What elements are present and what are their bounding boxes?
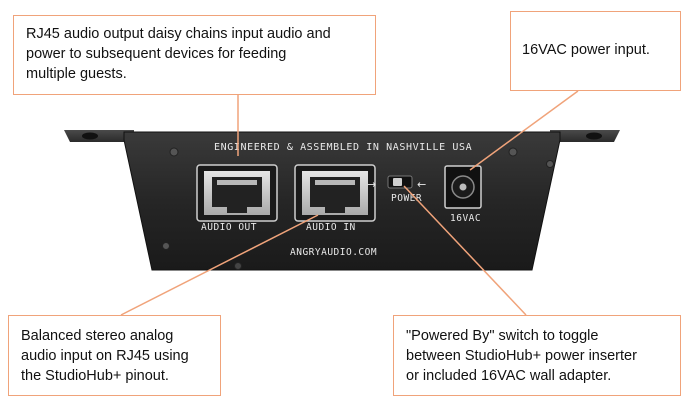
callout-power-input: 16VAC power input. — [510, 11, 681, 91]
svg-text:→: → — [367, 178, 376, 191]
dc-power-jack — [444, 165, 482, 209]
website-label: ANGRYAUDIO.COM — [290, 247, 378, 258]
screw-icon — [169, 147, 179, 157]
screw-icon — [234, 262, 242, 270]
screw-icon — [162, 242, 170, 250]
callout-rj45-output: RJ45 audio output daisy chains input aud… — [13, 15, 376, 95]
audio-in-label: AUDIO IN — [306, 222, 356, 233]
svg-text:←: ← — [417, 178, 426, 191]
right-mounting-hole — [586, 132, 602, 140]
vac-label: 16VAC — [450, 213, 482, 224]
power-label: POWER — [391, 193, 423, 204]
rj45-audio-out-jack — [196, 164, 278, 222]
screw-icon — [508, 147, 518, 157]
callout-balanced-input: Balanced stereo analog audio input on RJ… — [8, 315, 221, 396]
callout-powered-by-switch: "Powered By" switch to toggle between St… — [393, 315, 681, 396]
engineered-text: ENGINEERED & ASSEMBLED IN NASHVILLE USA — [214, 142, 473, 153]
power-switch: → ← — [367, 175, 426, 191]
rj45-audio-in-jack — [294, 164, 376, 222]
left-mounting-flange — [64, 130, 134, 142]
left-mounting-hole — [82, 132, 98, 140]
audio-out-label: AUDIO OUT — [201, 222, 257, 233]
screw-icon — [546, 160, 554, 168]
